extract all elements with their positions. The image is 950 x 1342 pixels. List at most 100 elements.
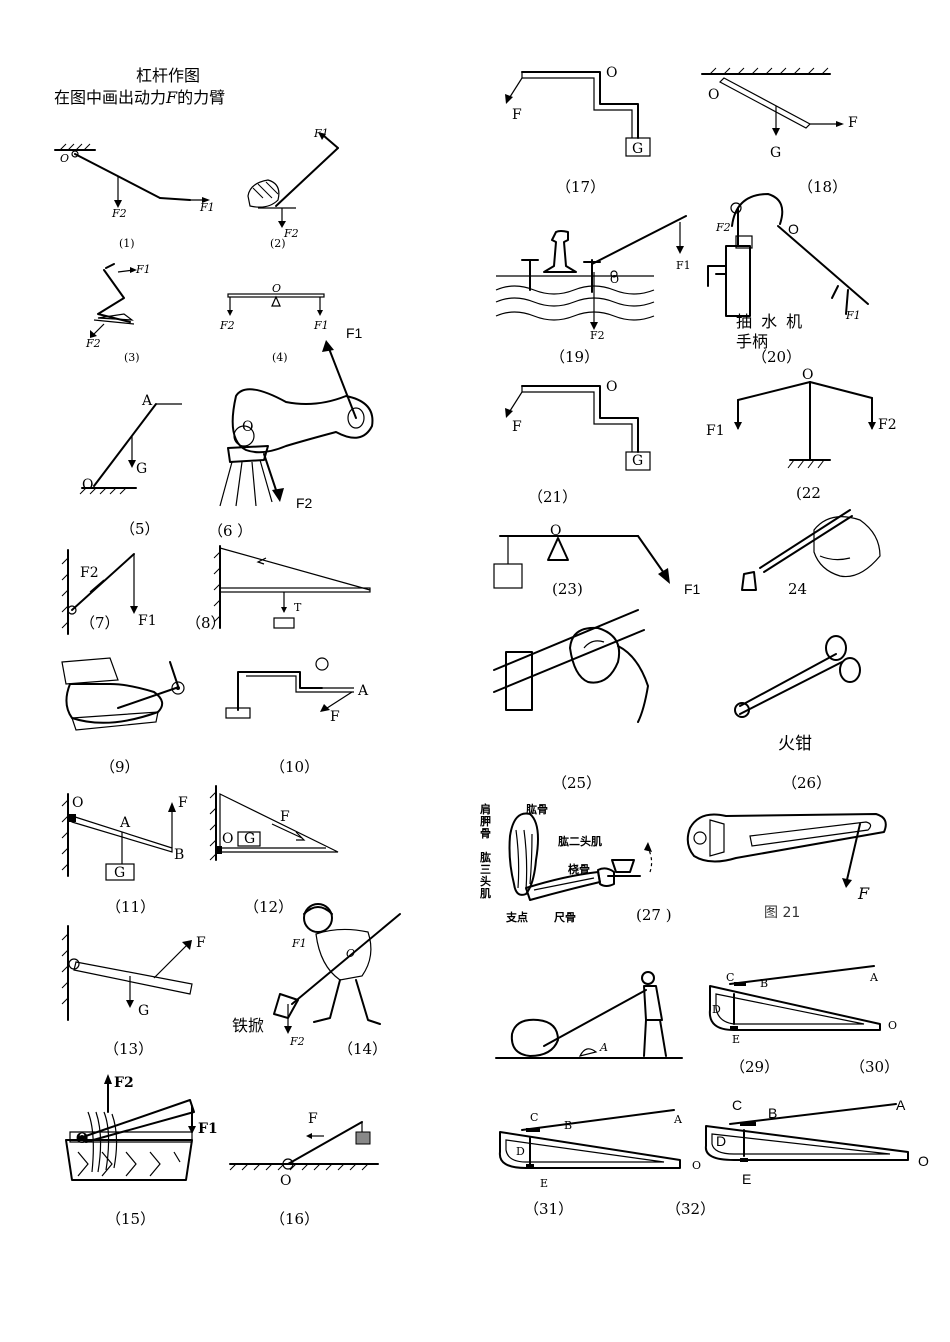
fig7-label-f1: F1 [138,613,157,629]
fig22-label-f1: F1 [706,423,725,439]
fire-tongs-label: 火钳 [778,734,812,754]
fig31-label-a: A [674,1113,682,1126]
fig7-label-f2: F2 [80,565,99,581]
caption-29: （29） [730,1058,780,1076]
caption-27: (27 ) [636,906,672,924]
page-instruction: 在图中画出动力F的力臂 [54,90,225,106]
fig31-label-e: E [540,1177,549,1190]
fig10-label-a: A [358,683,369,699]
fig31-label-c: C [530,1111,539,1124]
figure-12 [209,785,339,861]
figure-20 [707,193,869,317]
fig2-label-f2: F2 [284,227,299,240]
fig8-label-t: T [294,601,302,614]
figure-9 [61,657,185,731]
caption-13: （13） [104,1040,154,1058]
fig3-label-f2: F2 [86,337,101,350]
fig32-label-e: E [742,1171,752,1187]
caption-22: (22 [796,484,821,502]
figure-lever-rock [495,971,683,1059]
fig29-label-b: B [760,977,769,990]
figure-24 [741,509,881,591]
fig18-label-f: F [848,115,858,131]
fig4-label-f2: F2 [220,319,235,332]
caption-17: （17） [556,178,606,196]
arm-label-humerus: 肱骨 [526,803,548,816]
fig14-label-f1: F1 [292,937,307,950]
fig18-label-o: O [708,87,720,103]
fig19-label-f2: F2 [590,329,605,342]
caption-7: （7） [80,614,120,632]
fig29-label-c: C [726,971,735,984]
figure-22 [734,381,876,469]
figure-15 [65,1074,196,1181]
fig13-label-g: G [138,1003,150,1019]
caption-24: 24 [788,580,808,598]
caption-14: （14） [338,1040,388,1058]
fig12-label-g: G [244,831,256,847]
instruction-post: 的力臂 [177,88,226,107]
caption-23: (23) [552,580,583,598]
caption-3: (3) [124,351,140,364]
caption-1: (1) [119,237,135,250]
fig5-label-a: A [142,393,153,409]
caption-18: （18） [798,178,848,196]
figure-3 [90,263,137,338]
pump-handle-label-2: 手柄 [736,332,769,351]
fig16-label-f: F [308,1111,318,1127]
fig13-label-f: F [196,935,206,951]
fig17-label-g: G [632,141,644,157]
figure-8 [213,545,371,629]
fig4-label-f1: F1 [314,319,329,332]
fig22-label-o: O [802,367,814,383]
shovel-label: 铁掀 [232,1016,265,1035]
fig21-label-o: O [606,379,618,395]
fig29-label-a: A [870,971,878,984]
arm-label-biceps: 肱二头肌 [558,835,602,848]
fig12-label-f: F [280,809,290,825]
arm-label-fulcrum: 支点 [506,911,528,924]
fig15-label-o: O [76,1131,89,1147]
caption-32: （32） [666,1200,716,1218]
figure-13 [61,925,193,1021]
wrench-label-f: F [858,884,870,903]
fig23-label-f1: F1 [684,581,701,597]
fig17-label-o: O [606,65,618,81]
fig1-label-f2: F2 [112,207,127,220]
pump-handle-label-1: 抽 水 机 [736,312,805,331]
figure-5 [79,403,182,495]
fig11-label-a: A [120,815,131,831]
figure-23 [493,535,670,589]
caption-11: （11） [106,898,156,916]
fig29-label-o: O [888,1019,898,1032]
fig14-label-f2: F2 [290,1035,305,1048]
lever-rock-label-a: A [600,1041,608,1054]
caption-5: （5） [120,520,160,538]
figure-27 [508,812,653,901]
figure-31 [498,1109,681,1169]
figure-28 [686,813,887,888]
fig12-label-o: O [222,831,234,847]
instruction-var: F [166,88,178,107]
figure-16 [229,1121,379,1171]
page-title: 杠杆作图 [136,66,201,85]
fig31-label-d: D [516,1145,525,1158]
fig20-label-o: O [788,221,799,237]
fig4-label-o: O [272,282,282,295]
caption-10: （10） [270,758,320,776]
fig15-label-f2: F2 [114,1075,134,1091]
instruction-pre: 在图中画出动力 [54,88,167,107]
figure-25 [493,609,649,723]
fig1-label-o: O [60,152,70,165]
fig29-label-e: E [732,1033,741,1046]
fig32-label-a: A [896,1097,906,1113]
fig16-label-o: O [280,1173,292,1189]
caption-2: (2) [270,237,286,250]
figure-2 [247,132,339,228]
fig5-label-g: G [136,461,148,477]
fig15-label-f1: F1 [198,1121,218,1137]
figure-14 [273,903,401,1034]
fig31-label-o: O [692,1159,702,1172]
fig6-label-o: O [242,419,254,435]
caption-26: （26） [782,774,832,792]
